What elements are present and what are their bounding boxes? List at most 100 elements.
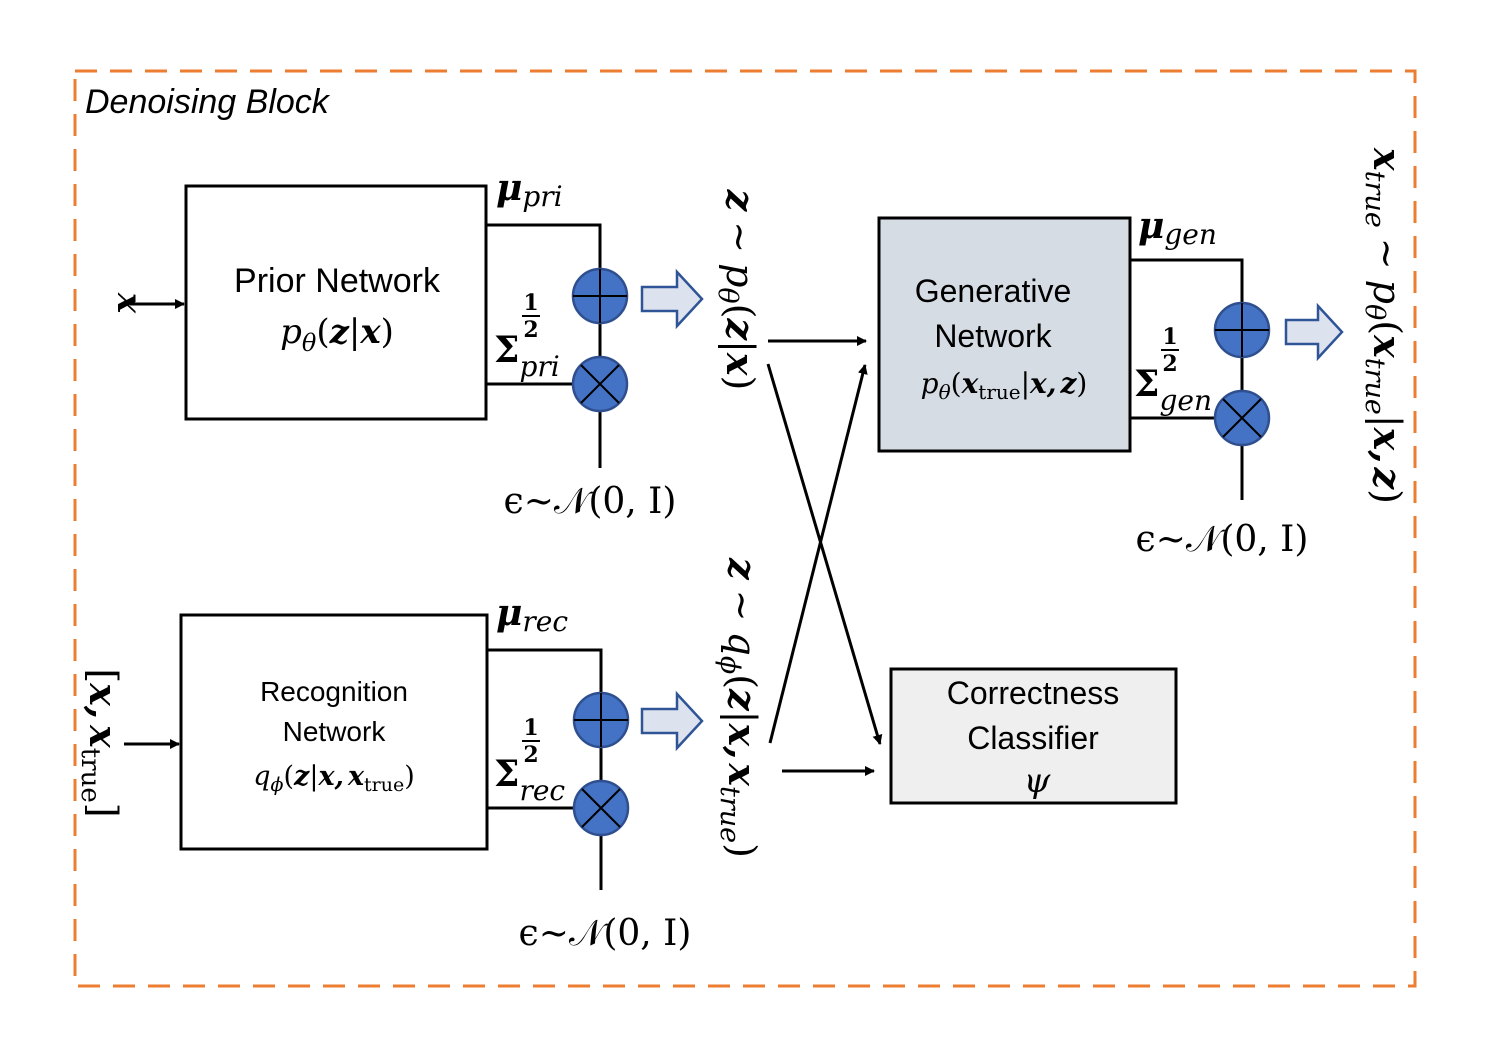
gen-sigma-sup-num: 1 xyxy=(1162,324,1177,350)
formula-open: ( xyxy=(283,761,294,792)
classifier-symbol: ψ xyxy=(1024,761,1051,801)
tilde: ~ xyxy=(1365,238,1409,270)
arrow-rec-to-generative xyxy=(768,364,868,744)
bar: | xyxy=(718,340,762,353)
formula-bar: | xyxy=(309,761,318,792)
formula-x: x xyxy=(359,312,381,352)
q: q xyxy=(720,631,764,655)
x2: x xyxy=(1365,334,1410,359)
classifier-box xyxy=(889,667,1178,805)
svg-text:z~pθ(z|x): z~pθ(z|x) xyxy=(712,189,763,391)
rec-hollow-arrow xyxy=(640,690,704,752)
gen-sigma-sup-den: 2 xyxy=(1162,351,1177,377)
latent-rec-label: z~qϕ(z|x,xtrue) xyxy=(714,557,765,858)
close: ) xyxy=(718,376,762,391)
latent-prior-label: z~pθ(z|x) xyxy=(712,189,763,391)
svg-text:z~qϕ(z|x,xtrue): z~qϕ(z|x,xtrue) xyxy=(714,557,765,858)
prior-network-formula: pθ(z|x) xyxy=(280,312,394,357)
open: ( xyxy=(720,674,764,689)
classifier-title-line2: Classifier xyxy=(967,720,1099,756)
recognition-formula: qϕ(z|x,xtrue) xyxy=(253,761,415,796)
input-true-sub: true xyxy=(75,748,105,803)
formula-z: z xyxy=(329,312,350,352)
phi: ϕ xyxy=(714,656,745,674)
mu-symbol: μ xyxy=(1138,205,1164,247)
rec-add-node xyxy=(572,691,630,749)
sub2: true xyxy=(1359,358,1390,415)
generative-network-box xyxy=(877,216,1132,453)
z: z xyxy=(718,189,763,213)
bar: | xyxy=(720,711,764,724)
formula-x: x, xyxy=(317,761,344,792)
sub: true xyxy=(1359,171,1390,228)
formula-x: x xyxy=(961,367,979,400)
prior-network-box xyxy=(184,184,488,421)
sigma-sub: gen xyxy=(1159,384,1212,417)
input-open: [ xyxy=(81,668,125,683)
prior-multiply-node xyxy=(571,355,629,413)
rec-multiply-node xyxy=(572,779,630,837)
rec-noise-label: ϵ~𝒩(0, I) xyxy=(519,913,692,954)
sigma-symbol: Σ xyxy=(494,329,519,371)
close: ) xyxy=(1365,489,1409,504)
z: z xyxy=(1365,467,1410,491)
tilde: ~ xyxy=(718,221,762,253)
x3: x, xyxy=(1365,427,1410,464)
recognition-input-label: [x,xtrue] xyxy=(75,668,126,817)
theta: θ xyxy=(1359,304,1390,320)
formula-close: ) xyxy=(404,761,415,792)
svg-text:xtrue~pθ(xtrue|x,z): xtrue~pθ(xtrue|x,z) xyxy=(1359,147,1410,504)
prior-sigma-sup-num: 1 xyxy=(523,290,538,316)
prior-mu-label: μpri xyxy=(496,167,563,213)
close: ) xyxy=(720,843,764,858)
gen-mu-label: μgen xyxy=(1138,205,1217,251)
formula-true-sub: true xyxy=(978,380,1020,404)
formula-phi: ϕ xyxy=(270,774,283,796)
formula-open: ( xyxy=(316,312,329,352)
denoising-block-border xyxy=(73,69,1417,988)
prior-network-title: Prior Network xyxy=(234,262,441,300)
p: p xyxy=(718,263,762,287)
tilde: ~ xyxy=(720,590,764,622)
output-label: xtrue~pθ(xtrue|x,z) xyxy=(1359,147,1410,504)
prior-noise-label: ϵ~𝒩(0, I) xyxy=(504,481,677,522)
input-close: ] xyxy=(81,803,125,818)
formula-z: z xyxy=(293,761,310,792)
open: ( xyxy=(718,304,762,319)
formula-true-sub: true xyxy=(364,774,404,796)
formula-x2: x xyxy=(347,761,365,792)
mu-sub: gen xyxy=(1164,218,1217,251)
gen-sigma-label: Σgen xyxy=(1134,363,1212,417)
formula-z: z xyxy=(1060,367,1078,400)
z: z xyxy=(720,557,765,581)
open: ( xyxy=(1365,320,1409,335)
generative-title-line2: Network xyxy=(934,318,1052,354)
formula-theta: θ xyxy=(302,329,317,357)
rec-sigma-sup-den: 2 xyxy=(523,742,538,768)
x: x xyxy=(718,352,763,377)
rec-mu-label: μrec xyxy=(496,592,568,638)
x: x xyxy=(1365,147,1410,172)
rec-sigma-sup-num: 1 xyxy=(523,715,538,741)
formula-x2: x, xyxy=(1029,367,1056,400)
svg-text:[x,xtrue]: [x,xtrue] xyxy=(75,668,126,817)
rec-sigma-label: Σrec xyxy=(494,753,565,807)
formula-theta: θ xyxy=(939,380,951,404)
prior-sigma-sup-den: 2 xyxy=(523,317,538,343)
block-title: Denoising Block xyxy=(85,83,331,121)
formula-close: ) xyxy=(1076,367,1087,400)
generative-formula: pθ(xtrue|x,z) xyxy=(921,367,1088,404)
input-x: x, xyxy=(81,682,126,719)
recognition-network-box xyxy=(179,613,489,851)
formula-close: ) xyxy=(381,312,394,352)
formula-bar: | xyxy=(349,312,360,352)
sigma-symbol: Σ xyxy=(494,753,519,795)
p: p xyxy=(1365,280,1409,304)
theta: θ xyxy=(712,287,743,303)
recognition-title-line1: Recognition xyxy=(260,676,408,707)
generative-title-line1: Generative xyxy=(915,273,1072,309)
formula-q: q xyxy=(253,761,270,792)
x: x, xyxy=(720,722,765,759)
z2: z xyxy=(720,688,765,712)
